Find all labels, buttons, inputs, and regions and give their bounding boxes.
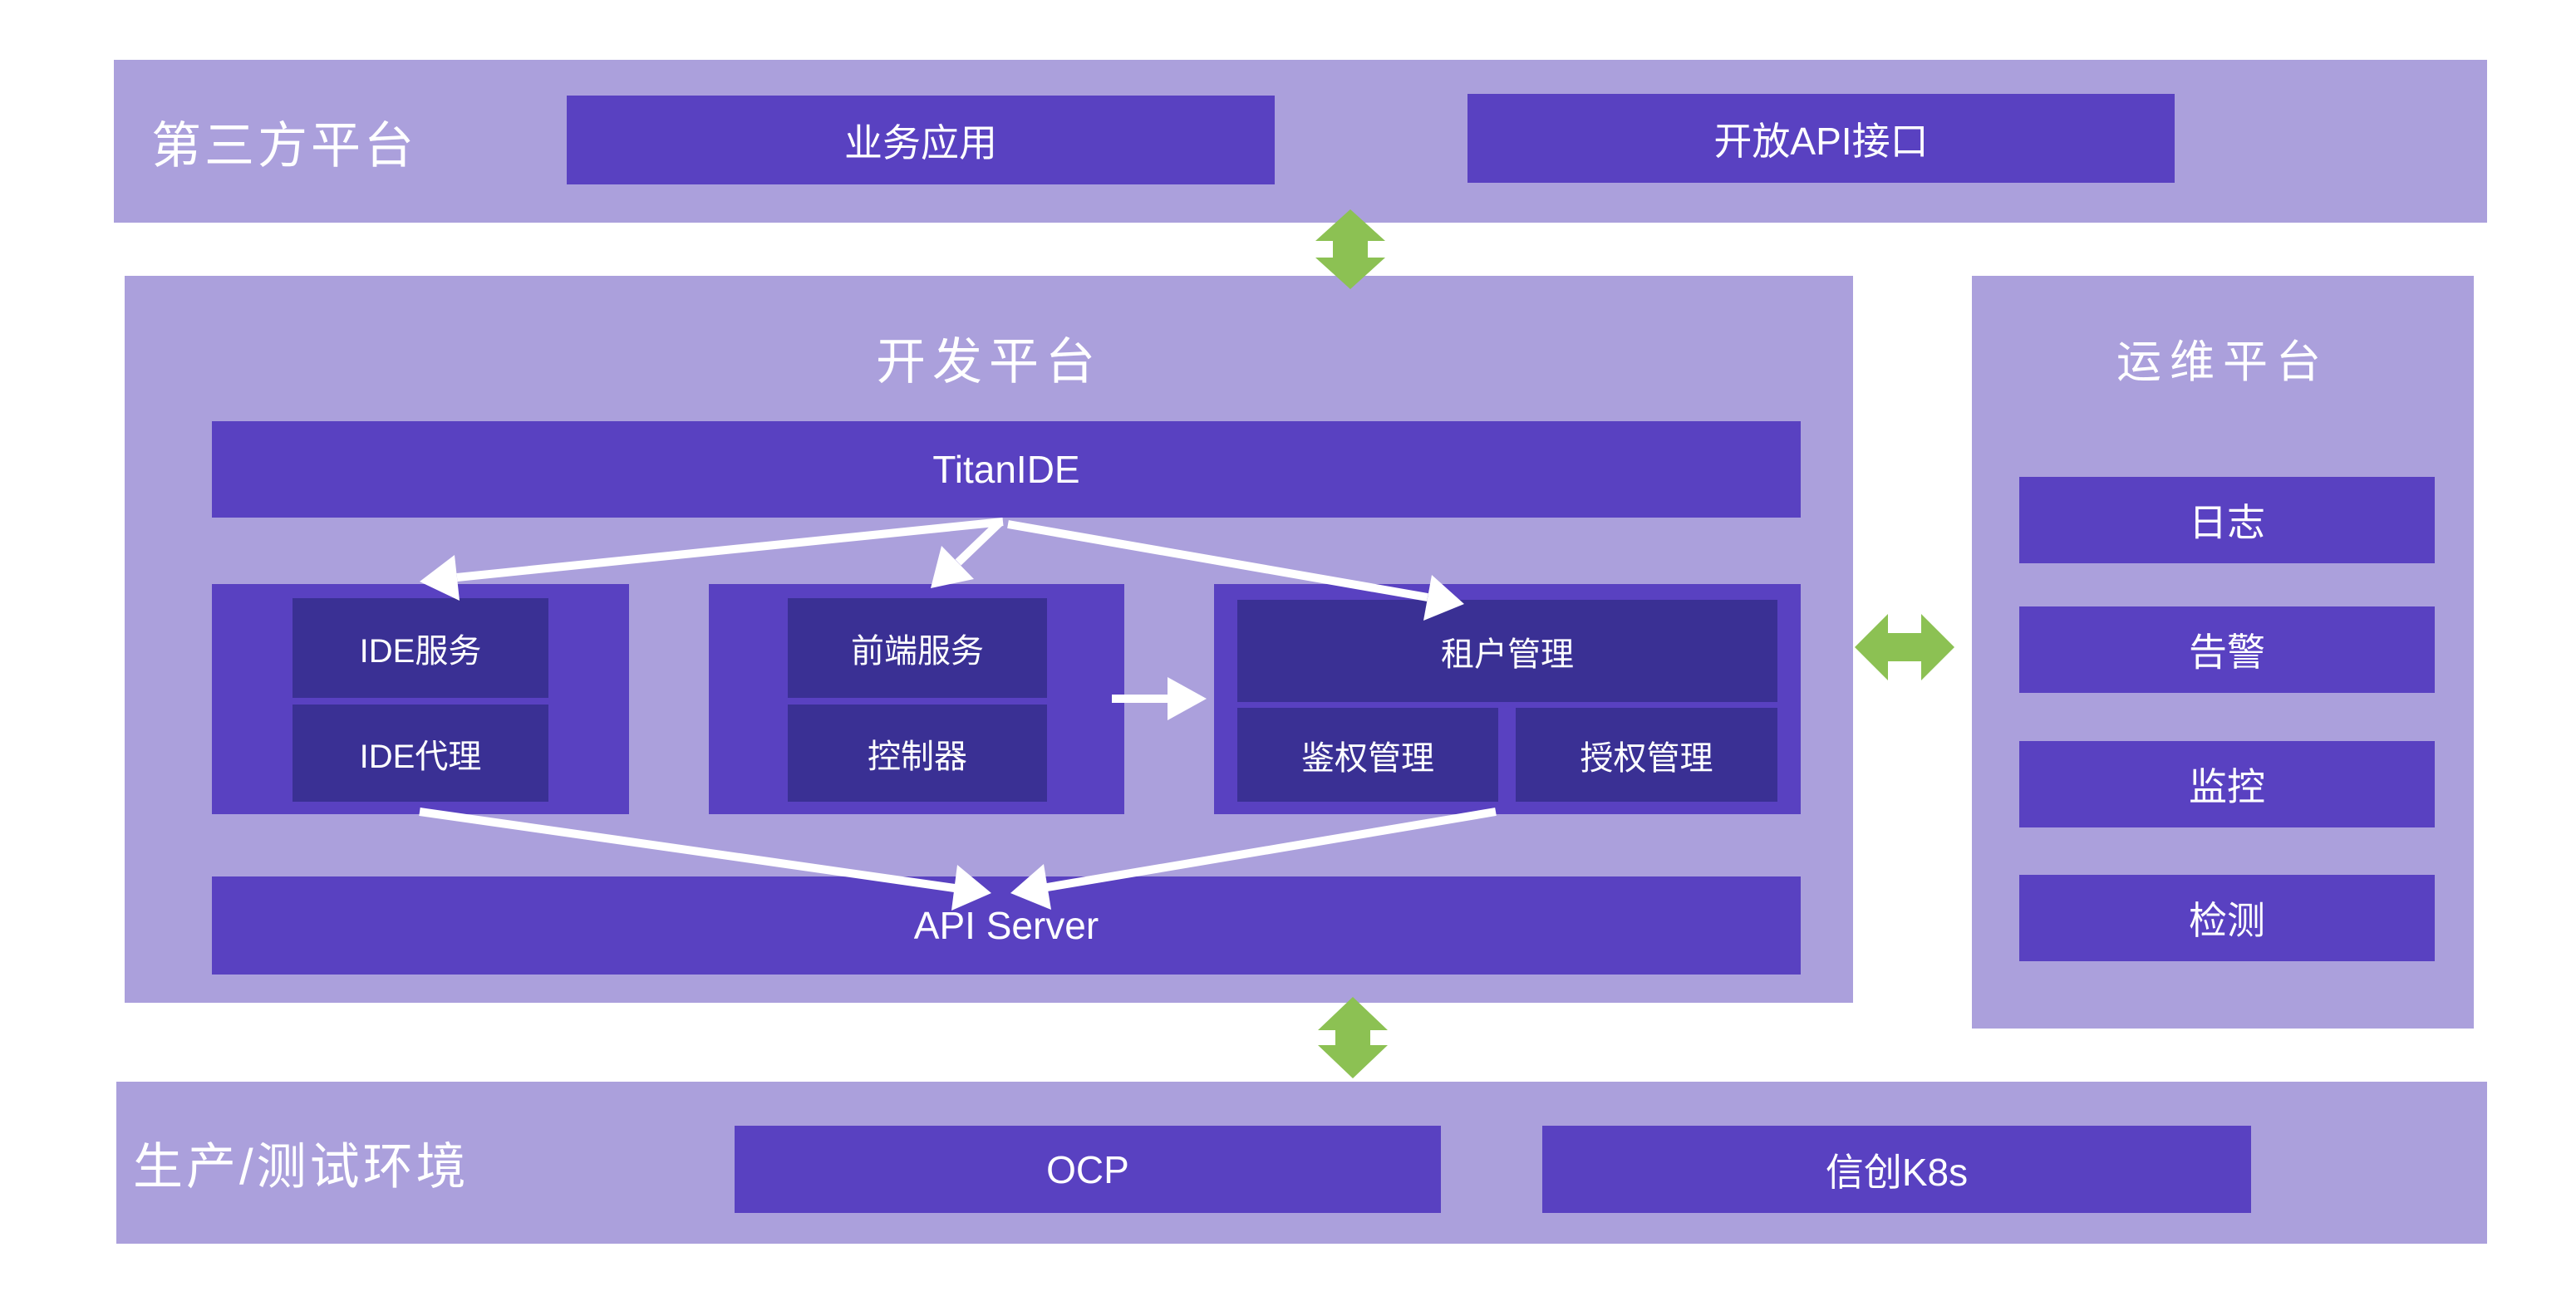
ocp-box: OCP: [735, 1126, 1441, 1213]
prod-env-panel: 生产/测试环境 OCP 信创K8s: [116, 1082, 2487, 1244]
authz-mgmt-box: 授权管理: [1516, 708, 1777, 802]
business-app-box: 业务应用: [567, 96, 1275, 184]
open-api-box: 开放API接口: [1467, 94, 2175, 183]
ide-group: IDE服务 IDE代理: [212, 584, 629, 814]
titan-ide-bar: TitanIDE: [212, 421, 1801, 518]
third-party-platform-title: 第三方平台: [151, 117, 417, 174]
ops-log-box: 日志: [2019, 477, 2435, 563]
controller-box: 控制器: [788, 705, 1047, 802]
tenant-group: 租户管理 鉴权管理 授权管理: [1214, 584, 1801, 814]
dev-platform-panel: 开发平台 TitanIDE IDE服务 IDE代理 前端服务 控制器 租户管理 …: [125, 276, 1853, 1003]
api-server-bar: API Server: [212, 876, 1801, 975]
green-updown-arrow-dev-prod-icon: [1318, 997, 1388, 1078]
tenant-mgmt-box: 租户管理: [1237, 600, 1777, 702]
frontend-group: 前端服务 控制器: [709, 584, 1124, 814]
ops-monitor-box: 监控: [2019, 741, 2435, 827]
ops-platform-title: 运维平台: [2116, 336, 2329, 387]
third-party-platform-panel: 第三方平台 业务应用 开放API接口: [114, 60, 2487, 223]
prod-env-title: 生产/测试环境: [133, 1139, 469, 1195]
green-leftright-arrow-dev-ops-icon: [1855, 614, 1954, 680]
xinchuang-k8s-box: 信创K8s: [1542, 1126, 2251, 1213]
authn-mgmt-box: 鉴权管理: [1237, 708, 1498, 802]
ide-service-box: IDE服务: [293, 598, 548, 698]
ops-alert-box: 告警: [2019, 606, 2435, 693]
ops-platform-panel: 运维平台 日志 告警 监控 检测: [1972, 276, 2474, 1029]
ops-detect-box: 检测: [2019, 875, 2435, 961]
ide-proxy-box: IDE代理: [293, 705, 548, 802]
dev-platform-title: 开发平台: [876, 333, 1102, 390]
frontend-service-box: 前端服务: [788, 598, 1047, 698]
